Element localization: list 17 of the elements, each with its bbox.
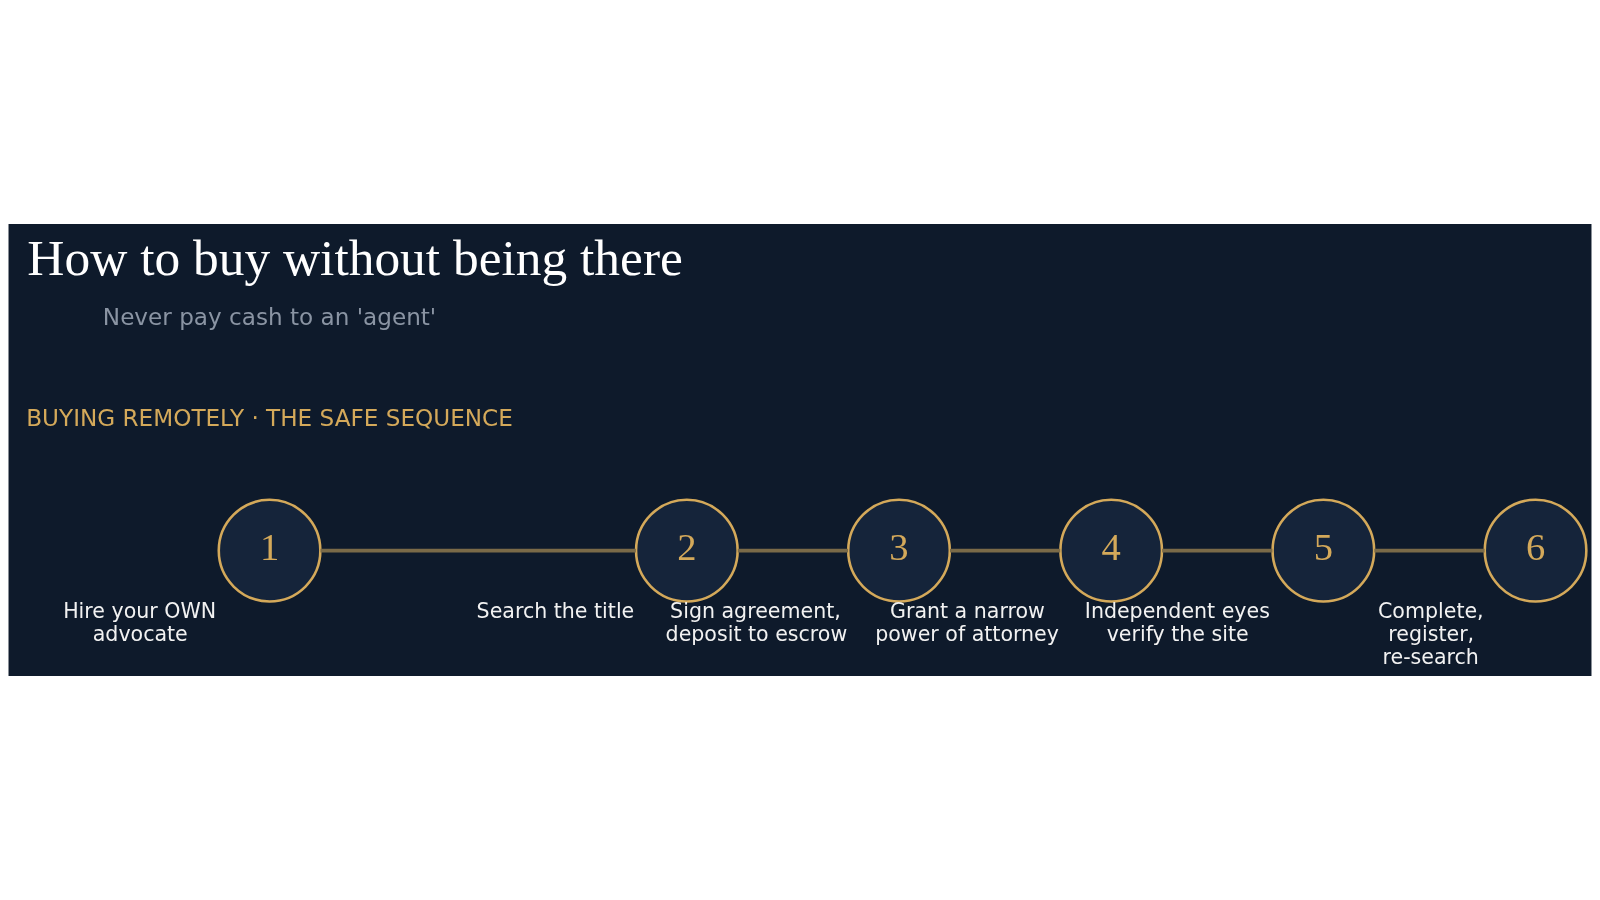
node-circle: 1 (217, 498, 322, 603)
diagram-title: How to buy without being there (27, 229, 683, 287)
node-circle: 3 (846, 498, 952, 603)
node-label: Search the title (476, 598, 635, 623)
label: Never pay cash to an 'agent' (102, 303, 437, 330)
connector (320, 548, 636, 553)
node-circle: 2 (634, 498, 739, 603)
connector (1374, 548, 1485, 553)
connector (950, 548, 1061, 553)
node-circle: 4 (1059, 498, 1164, 603)
node-circle: 5 (1271, 498, 1376, 603)
label: BUYING REMOTELY · THE SAFE SEQUENCE (26, 405, 513, 432)
node-circle: 6 (1483, 498, 1588, 603)
connector (737, 548, 849, 553)
node-label: Complete, register, re-search (1378, 598, 1484, 670)
connector (1162, 548, 1273, 553)
node-label: Hire your OWN advocate (63, 598, 217, 647)
